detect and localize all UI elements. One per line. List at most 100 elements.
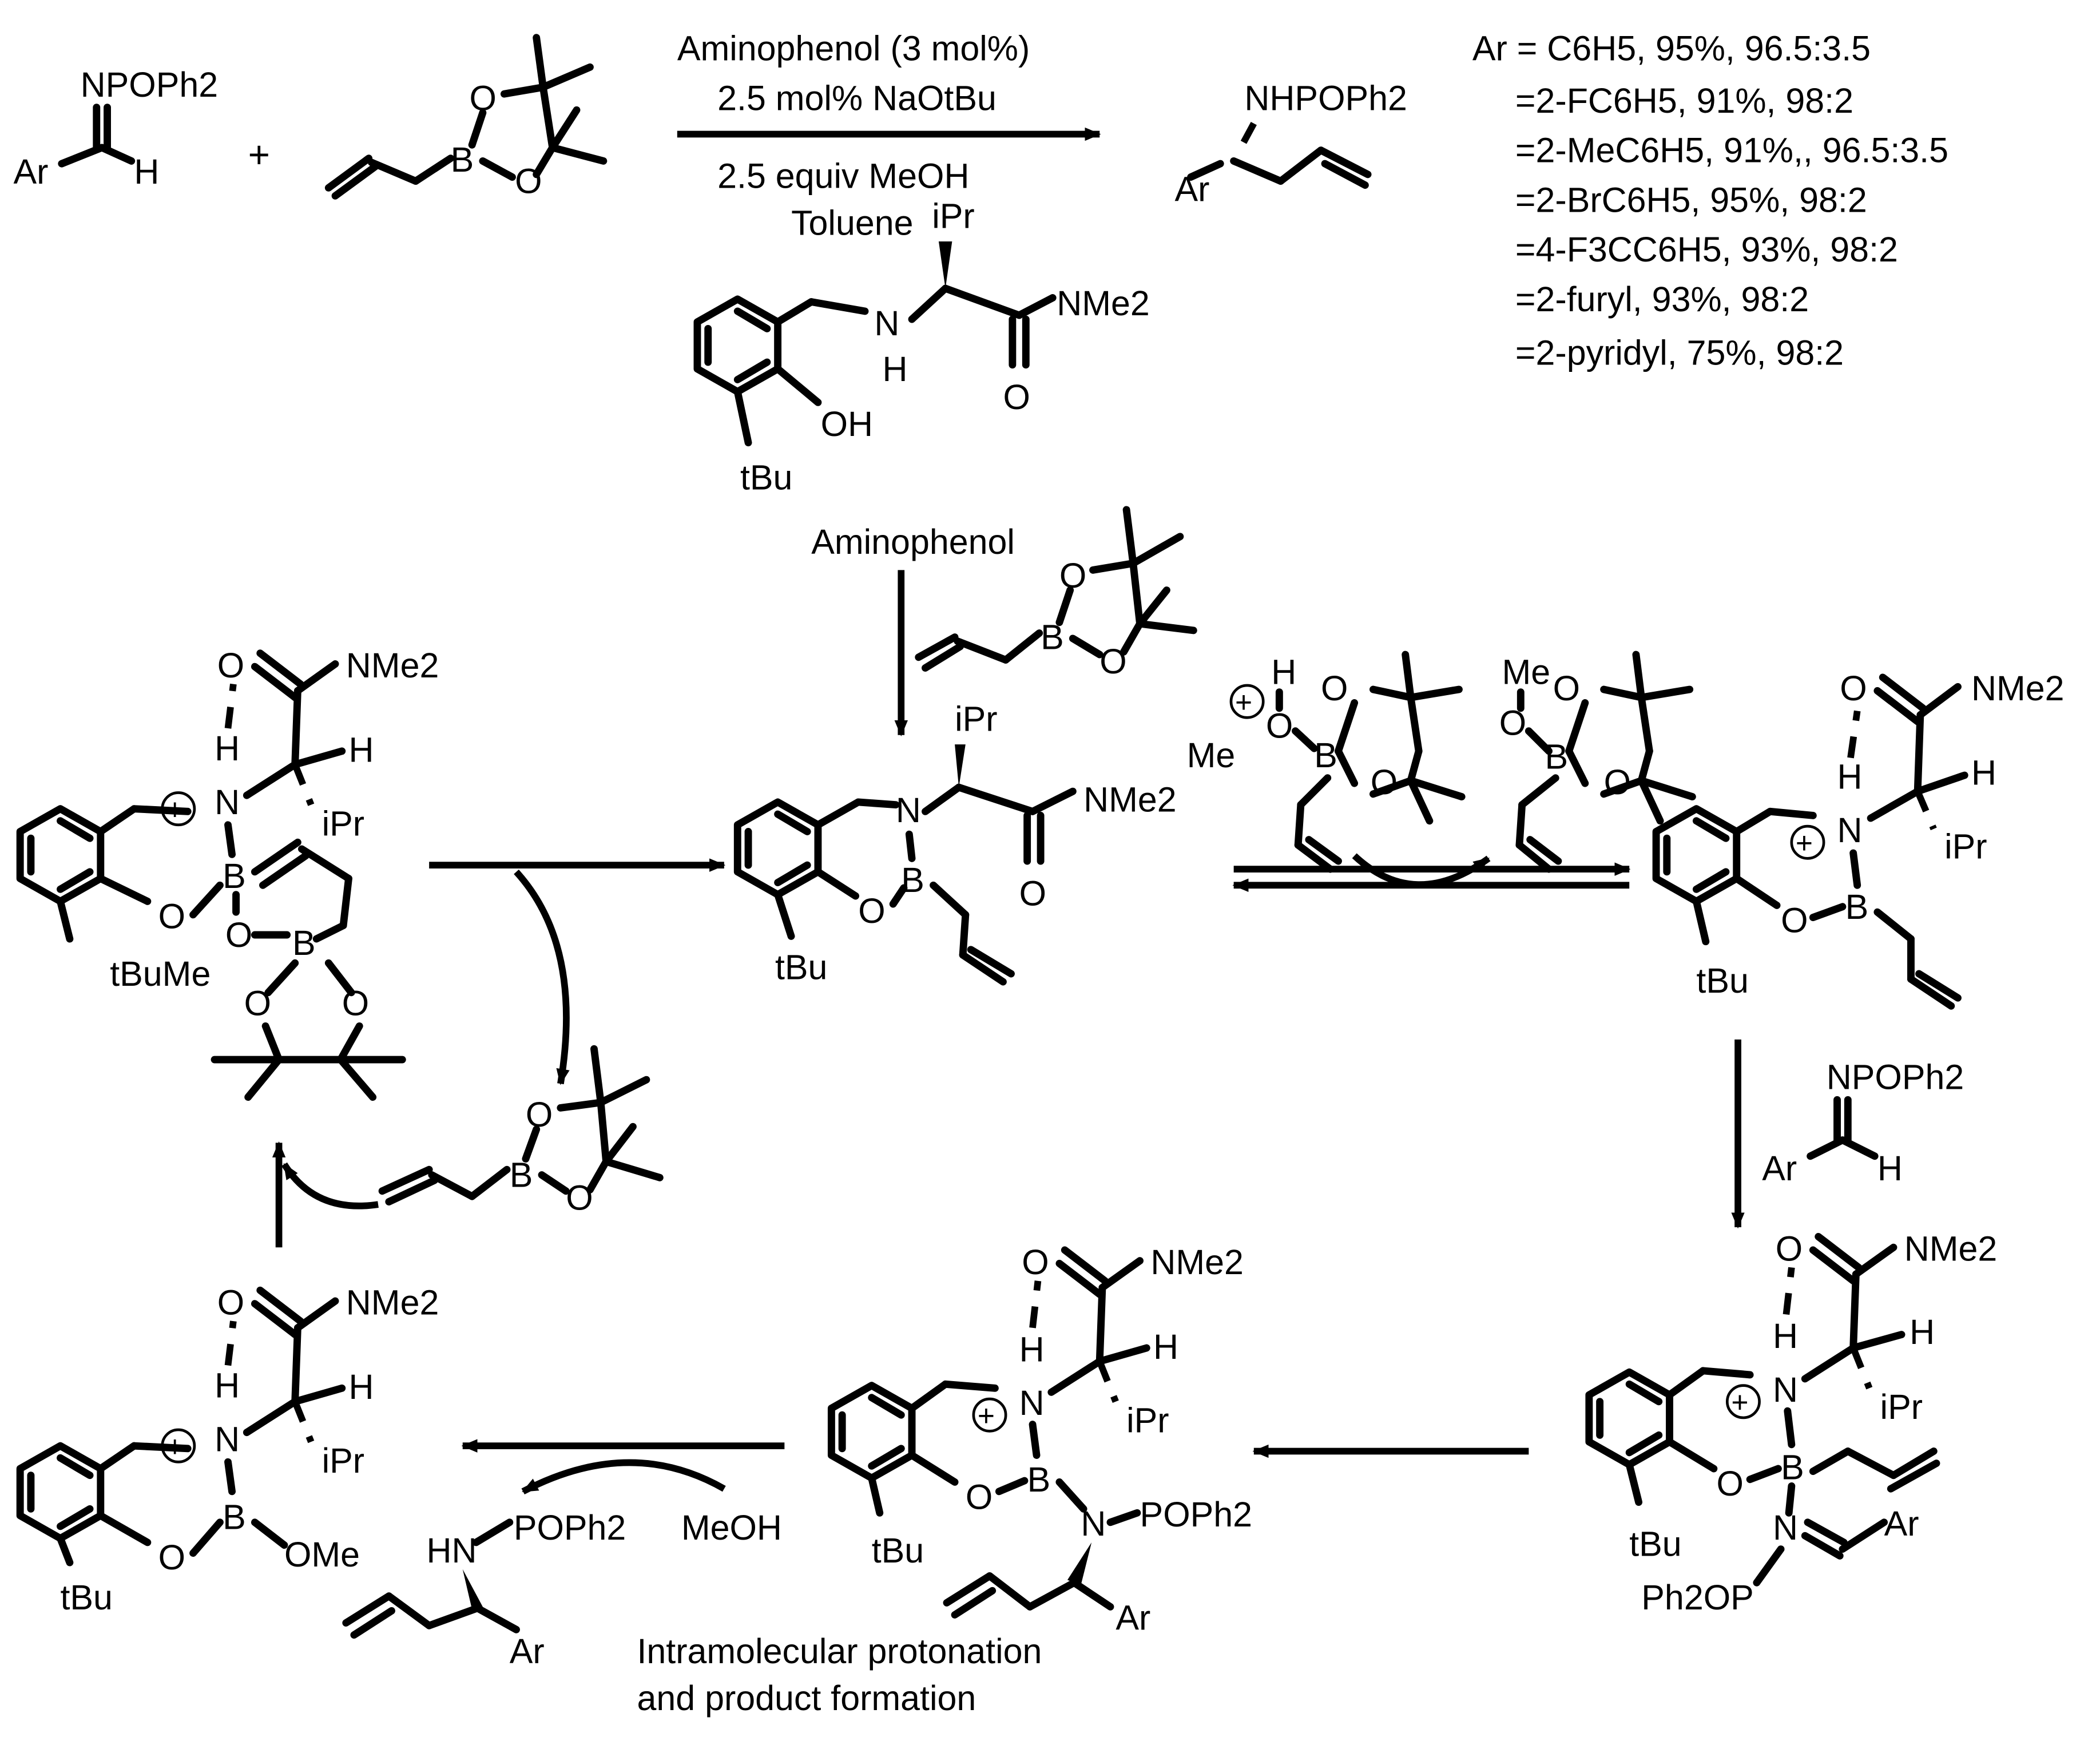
svg-text:H: H: [1773, 1316, 1798, 1355]
scope-line-7: =2-pyridyl, 75%, 98:2: [1515, 334, 1844, 372]
svg-text:O: O: [858, 891, 885, 930]
imine-h-label: H: [134, 152, 159, 191]
svg-text:B: B: [1545, 737, 1569, 776]
catalyst-oh-label: OH: [821, 404, 873, 443]
svg-text:O: O: [1003, 378, 1030, 417]
base-loading-text: 2.5 mol% NaOtBu: [717, 78, 997, 117]
scope-line-5: =4-F3CC6H5, 93%, 98:2: [1515, 230, 1898, 269]
scope-line-1: Ar = C6H5, 95%, 96.5:3.5: [1472, 29, 1871, 68]
product-nhpoph2-label: NHPOPh2: [1244, 78, 1407, 117]
allyl-transfer-transition-complex: + N H O NMe2 H iPr B O B O tBuMe O O: [20, 646, 439, 1101]
catalyst-loading-text: Aminophenol (3 mol%): [677, 29, 1030, 68]
scope-line-4: =2-BrC6H5, 95%, 98:2: [1515, 180, 1867, 219]
svg-text:O: O: [1019, 874, 1046, 913]
svg-text:Ar: Ar: [1762, 1149, 1797, 1188]
svg-text:H: H: [1837, 757, 1863, 796]
top-left-tbume-label: tBuMe: [110, 954, 211, 993]
reaction-conditions: Aminophenol (3 mol%) 2.5 mol% NaOtBu 2.5…: [677, 29, 1101, 242]
svg-text:O: O: [217, 646, 244, 685]
svg-text:H: H: [882, 350, 907, 388]
released-hn-label: HN: [426, 1531, 477, 1570]
svg-text:B: B: [901, 860, 924, 899]
allylbpin-entering: B O O: [915, 506, 1197, 681]
svg-text:N: N: [1773, 1370, 1798, 1409]
svg-text:H: H: [348, 731, 374, 770]
bottom-left-nme2-label: NMe2: [346, 1283, 439, 1322]
svg-text:+: +: [166, 1430, 184, 1463]
svg-text:O: O: [566, 1179, 593, 1217]
adduct-me-label: Me: [1187, 736, 1236, 775]
svg-text:N: N: [1019, 1383, 1045, 1422]
ph2op-label: Ph2OP: [1641, 1578, 1753, 1617]
svg-text:O: O: [342, 984, 369, 1023]
protonation-caption-line1: Intramolecular protonation: [637, 1632, 1042, 1671]
bottom-right-ipr-label: iPr: [1880, 1387, 1923, 1426]
imine-substrate-addition: NPOPh2 Ar H: [1762, 1058, 1964, 1188]
center-ipr-label: iPr: [955, 700, 997, 739]
scope-line-2: =2-FC6H5, 91%, 98:2: [1515, 81, 1853, 120]
aminophenol-catalyst-structure: N H iPr NMe2 O OH tBu: [697, 197, 1150, 497]
svg-text:Ar: Ar: [1115, 1598, 1150, 1637]
imine-reactant: NPOPh2 Ar H: [13, 65, 218, 191]
svg-text:B: B: [1781, 1448, 1804, 1487]
svg-text:O: O: [1266, 706, 1293, 745]
svg-text:O: O: [244, 984, 271, 1023]
bottom-left-ipr-label: iPr: [322, 1441, 364, 1480]
methoxy-me-label: Me: [1502, 653, 1550, 692]
svg-text:Ar: Ar: [510, 1632, 545, 1671]
svg-text:O: O: [1717, 1464, 1744, 1503]
product-release-curved-arrow: [521, 1459, 726, 1495]
svg-text:+: +: [166, 792, 184, 826]
svg-text:O: O: [1321, 669, 1348, 708]
svg-text:O: O: [158, 897, 185, 935]
product-boronate-release-arrow: [514, 869, 570, 1085]
svg-text:H: H: [1271, 653, 1296, 692]
allylboronate-recycle-arrow: [281, 1162, 379, 1209]
allylboron-aminophenol-complex: N iPr NMe2 O B O tBu: [737, 700, 1177, 986]
svg-text:O: O: [158, 1538, 185, 1577]
methanol-exchange-curved-arrow: [1352, 853, 1491, 888]
methanol-equiv-text: 2.5 equiv MeOH: [717, 156, 969, 195]
bottom-center-ipr-label: iPr: [1126, 1401, 1169, 1440]
svg-text:N: N: [1773, 1508, 1798, 1547]
homoallylic-amine-product: NHPOPh2 Ar: [1175, 78, 1407, 208]
svg-text:O: O: [1840, 669, 1867, 708]
aminophenol-caption: Aminophenol: [811, 522, 1015, 561]
imine-ar-label: Ar: [13, 152, 48, 191]
svg-text:N: N: [1837, 811, 1863, 850]
addition-imine-label: NPOPh2: [1827, 1058, 1964, 1097]
center-tbu-label: tBu: [775, 947, 827, 986]
svg-text:O: O: [1022, 1243, 1049, 1282]
catalyst-tbu-label: tBu: [740, 458, 792, 497]
substrate-scope-table: Ar = C6H5, 95%, 96.5:3.5 =2-FC6H5, 91%, …: [1472, 29, 1948, 372]
svg-text:H: H: [1910, 1312, 1935, 1351]
svg-text:N: N: [215, 1420, 240, 1459]
imine-coordinated-complex: + N H O NMe2 H iPr B O N Ar Ph2OP tBu: [1589, 1230, 1997, 1617]
svg-text:O: O: [1776, 1230, 1803, 1268]
released-popph2-label: POPh2: [514, 1508, 626, 1547]
svg-text:O: O: [225, 915, 252, 954]
top-left-ipr-label: iPr: [322, 804, 364, 843]
bottom-center-tbu-label: tBu: [872, 1531, 924, 1570]
protonated-allylboron-complex: + N H O NMe2 H iPr B O tBu: [1656, 669, 2065, 1010]
svg-text:+: +: [1235, 685, 1252, 719]
svg-text:H: H: [1019, 1330, 1045, 1369]
svg-text:O: O: [217, 1283, 244, 1322]
bottom-left-tbu-label: tBu: [60, 1578, 112, 1617]
svg-text:B: B: [223, 1497, 246, 1536]
bottom-center-popph2-label: POPh2: [1140, 1495, 1252, 1534]
svg-text:B: B: [1845, 887, 1869, 926]
svg-text:H: H: [215, 729, 240, 768]
methoxyboron-complex: + N H O NMe2 H iPr B O OMe tBu: [20, 1283, 439, 1617]
svg-text:O: O: [1553, 669, 1580, 708]
center-nme2-label: NMe2: [1083, 780, 1177, 819]
svg-text:B: B: [1027, 1460, 1051, 1499]
svg-text:B: B: [1314, 736, 1337, 775]
svg-text:Ar: Ar: [1884, 1504, 1919, 1543]
allylated-boron-amide-complex: + N H O NMe2 H iPr B O N POPh2 Ar tBu: [831, 1243, 1252, 1637]
bottom-right-tbu-label: tBu: [1629, 1524, 1681, 1563]
svg-text:O: O: [966, 1477, 993, 1516]
methanol-label: MeOH: [681, 1508, 782, 1547]
bottom-left-ome-label: OMe: [284, 1535, 360, 1574]
